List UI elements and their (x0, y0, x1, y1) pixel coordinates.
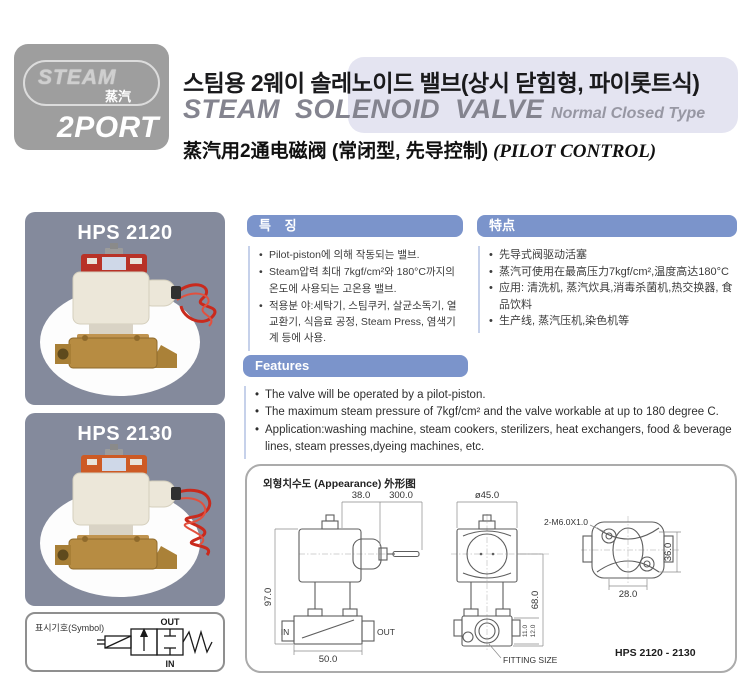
feature-item: The maximum steam pressure of 7kgf/cm² a… (254, 404, 737, 422)
steam-logo-text: STEAM (38, 66, 117, 89)
feature-item: 적용분 야:세탁기, 스팀쿠커, 살균소독기, 열교환기, 식음료 공정, St… (258, 298, 463, 347)
dim-97-label: 97.0 (263, 588, 274, 607)
feature-item: 蒸汽可使用在最高压力7kgf/cm²,温度高达180°C (488, 264, 737, 281)
dim-68-label: 68.0 (530, 591, 541, 610)
dim-11-label: 11.0 (522, 625, 529, 638)
pilot-control-label: (PILOT CONTROL) (493, 141, 657, 162)
dim-28-label: 28.0 (619, 589, 638, 600)
feature-item: Application:washing machine, steam cooke… (254, 422, 737, 457)
product-card-hps2120: HPS 2120 (25, 212, 225, 405)
steam-capsule: STEAM 蒸汽 (23, 60, 160, 106)
features-chinese-banner: 特点 (477, 215, 737, 237)
model-label: HPS 2130 (77, 423, 173, 445)
port-in-label: IN (281, 627, 290, 637)
fitting-size-label: FITTING SIZE (503, 655, 558, 665)
features-korean-banner: 특 징 (247, 215, 463, 237)
page-title-korean: 스팀용 2웨이 솔레노이드 밸브(상시 닫힘형, 파이롯트식) (183, 70, 700, 96)
feature-item: The valve will be operated by a pilot-pi… (254, 387, 737, 405)
port-count-label: 2PORT (57, 111, 159, 144)
page-title-chinese-row: 蒸汽用2通电磁阀 (常闭型, 先导控制)(PILOT CONTROL) (183, 136, 656, 163)
dim-36-label: 36.0 (663, 543, 674, 562)
drawing-title: 외형치수도 (Appearance) 外形图 (263, 478, 416, 490)
feature-item: Steam압력 최대 7kgf/cm²와 180°C까지의 온도에 사용되는 고… (258, 264, 463, 297)
feature-item: 先导式阀驱动活塞 (488, 247, 737, 264)
symbol-in-label: IN (166, 659, 175, 669)
valve-type-label: Normal Closed Type (551, 105, 706, 122)
page-title-english-row: STEAM SOLENOID VALVE Normal Closed Type (183, 94, 705, 125)
side-view (281, 514, 420, 645)
features-section-chinese: 特点 先导式阀驱动活塞 蒸汽可使用在最高压力7kgf/cm²,温度高达180°C… (477, 215, 737, 333)
features-section-korean: 특 징 Pilot-piston에 의해 작동되는 밸브. Steam압력 최대… (247, 215, 463, 351)
features-korean-list: Pilot-piston에 의해 작동되는 밸브. Steam압력 최대 7kg… (248, 246, 463, 351)
bolt-spec-label: 2-M6.0X1.0 (544, 517, 588, 527)
page-title-chinese: 蒸汽用2通电磁阀 (常闭型, 先导控制) (183, 141, 489, 162)
page-title-english: STEAM SOLENOID VALVE (183, 94, 545, 124)
features-english-list: The valve will be operated by a pilot-pi… (244, 386, 737, 459)
top-view (582, 521, 674, 579)
dim-dia45-label: ø45.0 (475, 490, 499, 501)
feature-item: 应用: 清洗机, 蒸汽炊具,消毒杀菌机,热交换器, 食品饮料 (488, 280, 737, 313)
dim-38-label: 38.0 (352, 490, 371, 501)
dimension-drawing-box: 외형치수도 (Appearance) 外形图 (245, 464, 737, 673)
product-card-hps2130: HPS 2130 (25, 413, 225, 606)
features-chinese-list: 先导式阀驱动活塞 蒸汽可使用在最高压力7kgf/cm²,温度高达180°C 应用… (478, 246, 737, 333)
valve-photo (40, 243, 217, 396)
dim-300-label: 300.0 (389, 490, 413, 501)
dim-12-label: 12.0 (530, 624, 537, 637)
dim-50-label: 50.0 (319, 654, 338, 665)
valve-symbol-diagram: OUT IN (97, 617, 213, 669)
dimension-drawing: 38.0 300.0 97.0 50.0 IN OUT ø45.0 (263, 490, 696, 665)
symbol-label: 표시기호(Symbol) (35, 623, 105, 633)
title-highlight-band (348, 57, 738, 133)
feature-item: Pilot-piston에 의해 작동되는 밸브. (258, 247, 463, 264)
brand-logo-block: STEAM 蒸汽 2PORT (14, 44, 169, 150)
symbol-out-label: OUT (161, 617, 181, 627)
model-range-label: HPS 2120 - 2130 (615, 647, 696, 659)
features-section-english: Features The valve will be operated by a… (243, 355, 737, 459)
front-view (453, 514, 521, 647)
feature-item: 生产线, 蒸汽压机,染色机等 (488, 313, 737, 330)
features-english-banner: Features (243, 355, 468, 377)
model-label: HPS 2120 (77, 222, 173, 244)
port-out-label: OUT (377, 627, 395, 637)
valve-photo (40, 444, 212, 597)
symbol-box: 표시기호(Symbol) OUT IN (25, 612, 225, 672)
steam-logo-chinese: 蒸汽 (105, 89, 132, 104)
